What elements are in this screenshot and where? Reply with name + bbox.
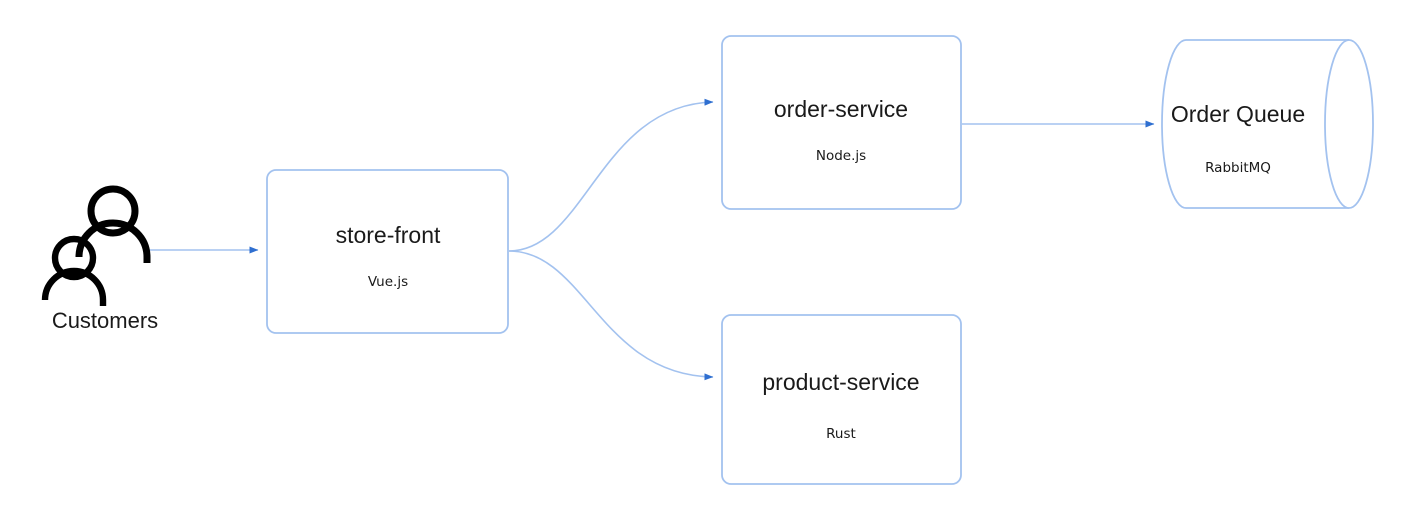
node-order-queue-endcap	[1324, 39, 1374, 209]
two-people-icon	[41, 185, 151, 306]
node-store-front-title: store-front	[336, 222, 441, 248]
node-order-service-subtitle: Node.js	[816, 148, 866, 164]
node-store-front-subtitle: Vue.js	[368, 274, 408, 290]
edge-store-front-to-order-service	[508, 98, 714, 252]
edge-path-store-front-product-service	[508, 250, 714, 381]
person-body-small	[41, 267, 107, 306]
node-store-front-shape[interactable]	[266, 169, 509, 334]
node-order-queue-title: Order Queue	[1171, 101, 1305, 127]
node-order-service-shape[interactable]	[721, 35, 962, 210]
node-product-service-subtitle: Rust	[826, 426, 856, 442]
actor-label-customers: Customers	[52, 308, 158, 333]
node-product-service[interactable]: product-service Rust	[721, 314, 962, 485]
node-order-queue[interactable]: Order Queue RabbitMQ	[1161, 39, 1374, 209]
actor-customers: Customers	[41, 185, 158, 333]
node-product-service-title: product-service	[762, 369, 919, 395]
person-head-small	[51, 235, 97, 281]
node-product-service-shape[interactable]	[721, 314, 962, 485]
edge-path-store-front-order-service	[508, 98, 714, 252]
node-order-service[interactable]: order-service Node.js	[721, 35, 962, 210]
node-order-queue-body[interactable]	[1161, 39, 1349, 209]
node-order-queue-subtitle: RabbitMQ	[1205, 160, 1271, 176]
node-order-service-title: order-service	[774, 96, 908, 122]
node-store-front[interactable]: store-front Vue.js	[266, 169, 509, 334]
edge-store-front-to-product-service	[508, 250, 714, 381]
person-head-large	[87, 185, 139, 237]
